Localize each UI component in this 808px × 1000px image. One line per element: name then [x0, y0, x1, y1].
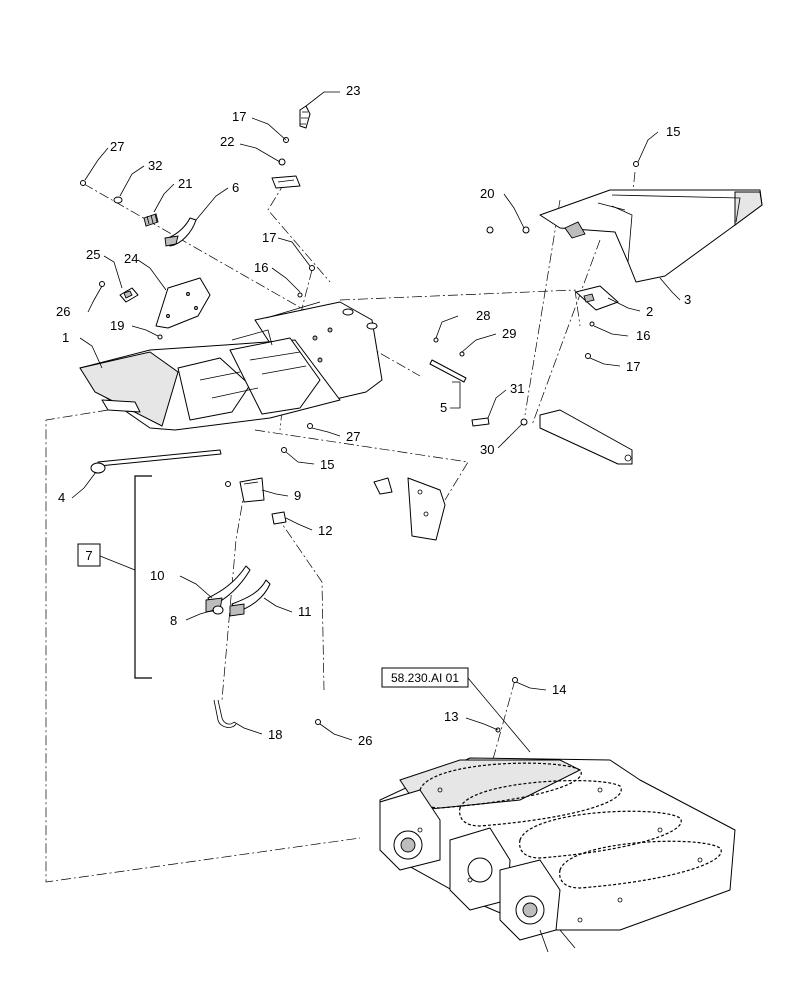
- part-11-clamp: [229, 579, 271, 617]
- callout-27-mid: 27: [346, 429, 360, 444]
- part-2-bracket: [575, 285, 619, 311]
- callout-8: 8: [170, 613, 177, 628]
- part-17-nut-left: [309, 265, 315, 271]
- callout-3: 3: [684, 292, 691, 307]
- callout-2: 2: [646, 304, 653, 319]
- callout-9: 9: [294, 488, 301, 503]
- part-28-pin: [433, 337, 439, 343]
- callout-13: 13: [444, 709, 458, 724]
- callout-leaders: [71, 91, 681, 741]
- callout-20: 20: [480, 186, 494, 201]
- part-22-bracket: [271, 175, 301, 189]
- part-3-divider-cone: [539, 189, 763, 283]
- callout-30: 30: [480, 442, 494, 457]
- part-16-pin-left: [297, 292, 303, 298]
- part-24-plate: [155, 277, 211, 329]
- part-19-pin: [157, 334, 163, 340]
- callout-29: 29: [502, 326, 516, 341]
- callout-5: 5: [440, 400, 447, 415]
- callout-28: 28: [476, 308, 490, 323]
- callout-numbers: 23 17 22 27 32 21 6 17 16 25 24 26 19 1 …: [56, 83, 691, 748]
- callout-7: 7: [85, 548, 92, 563]
- part-12-bushing: [271, 511, 287, 525]
- callout-6: 6: [232, 180, 239, 195]
- callout-27-top: 27: [110, 139, 124, 154]
- part-30-bushing: [520, 418, 528, 426]
- callout-11: 11: [298, 604, 312, 619]
- part-25-clip: [119, 287, 139, 303]
- part-16-pin-right: [589, 321, 595, 327]
- callout-26-lower: 26: [358, 733, 372, 748]
- part-14-screw: [512, 677, 518, 683]
- part-15-screw-mid: [281, 447, 287, 453]
- part-21-spring: [143, 213, 159, 227]
- part-20-bolt: [486, 226, 494, 234]
- callout-32: 32: [148, 158, 162, 173]
- part-27-screw-upper: [80, 180, 86, 186]
- reference-label: 58.230.AI 01: [391, 671, 459, 685]
- part-26-screw-upper: [99, 281, 105, 287]
- callout-14: 14: [552, 682, 566, 697]
- reference-label-box: 58.230.AI 01: [381, 667, 531, 753]
- part-18-rod: [213, 699, 237, 728]
- part-26-screw-lower: [315, 719, 321, 725]
- assembly-7-bracket: 7: [77, 475, 152, 679]
- part-30-arm: [539, 409, 633, 465]
- callout-4: 4: [58, 490, 65, 505]
- callout-18: 18: [268, 727, 282, 742]
- part-17-nut-right: [585, 353, 591, 359]
- part-22-washer: [278, 158, 286, 166]
- callout-19: 19: [110, 318, 124, 333]
- callout-15-mid: 15: [320, 457, 334, 472]
- callout-25: 25: [86, 247, 100, 262]
- part-23-stud: [299, 105, 311, 129]
- callout-12: 12: [318, 523, 332, 538]
- callout-17-top: 17: [232, 109, 246, 124]
- assembly-phantom-lines: [45, 171, 636, 883]
- callout-17-mid: 17: [262, 230, 276, 245]
- callout-16-right: 16: [636, 328, 650, 343]
- part-29-pin: [459, 351, 465, 357]
- part-20-nut: [522, 226, 530, 234]
- callout-31: 31: [510, 381, 524, 396]
- callout-26-top: 26: [56, 304, 70, 319]
- callout-1: 1: [62, 330, 69, 345]
- callout-22: 22: [220, 134, 234, 149]
- phantom-plate: [373, 477, 446, 541]
- callout-17-right: 17: [626, 359, 640, 374]
- callout-10: 10: [150, 568, 164, 583]
- part-15-screw-top: [633, 161, 639, 167]
- part-32-washer: [113, 196, 123, 204]
- part-4-rod: [90, 449, 222, 474]
- part-9-bolt: [225, 481, 231, 487]
- part-9-bracket: [239, 477, 265, 503]
- part-27-screw-mid: [307, 423, 313, 429]
- part-1-divider-shield: [79, 301, 383, 431]
- part-8-spacer: [212, 605, 224, 615]
- part-5-rod: [429, 359, 467, 383]
- callout-23: 23: [346, 83, 360, 98]
- callout-16-mid: 16: [254, 260, 268, 275]
- part-6-hook: [164, 217, 197, 247]
- callout-21: 21: [178, 176, 192, 191]
- gathering-chain-assembly: [379, 757, 736, 953]
- callout-24: 24: [124, 251, 138, 266]
- part-31-bolt: [471, 417, 490, 427]
- callout-15-top: 15: [666, 124, 680, 139]
